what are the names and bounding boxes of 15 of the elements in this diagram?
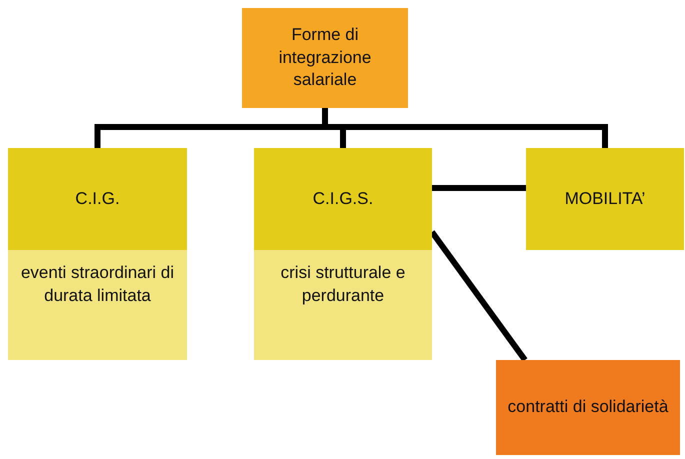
text-box [526,148,684,250]
node-text: contratti di solidarietà [508,396,668,418]
node-text: eventi straordinari di durata limitata [20,262,176,307]
node-text: MOBILITA’ [564,188,646,210]
text-box [254,148,432,250]
text-box [242,8,408,108]
node-text: crisi strutturale e perdurante [280,262,406,307]
node-text: C.I.G.S. [312,188,374,210]
text-box [8,250,187,360]
text-box [8,148,187,250]
connector-line [432,185,526,191]
node-text: C.I.G. [75,188,120,210]
text-box [496,360,680,455]
node-text: Forme di integrazione salariale [278,24,372,92]
text-box [254,250,432,360]
